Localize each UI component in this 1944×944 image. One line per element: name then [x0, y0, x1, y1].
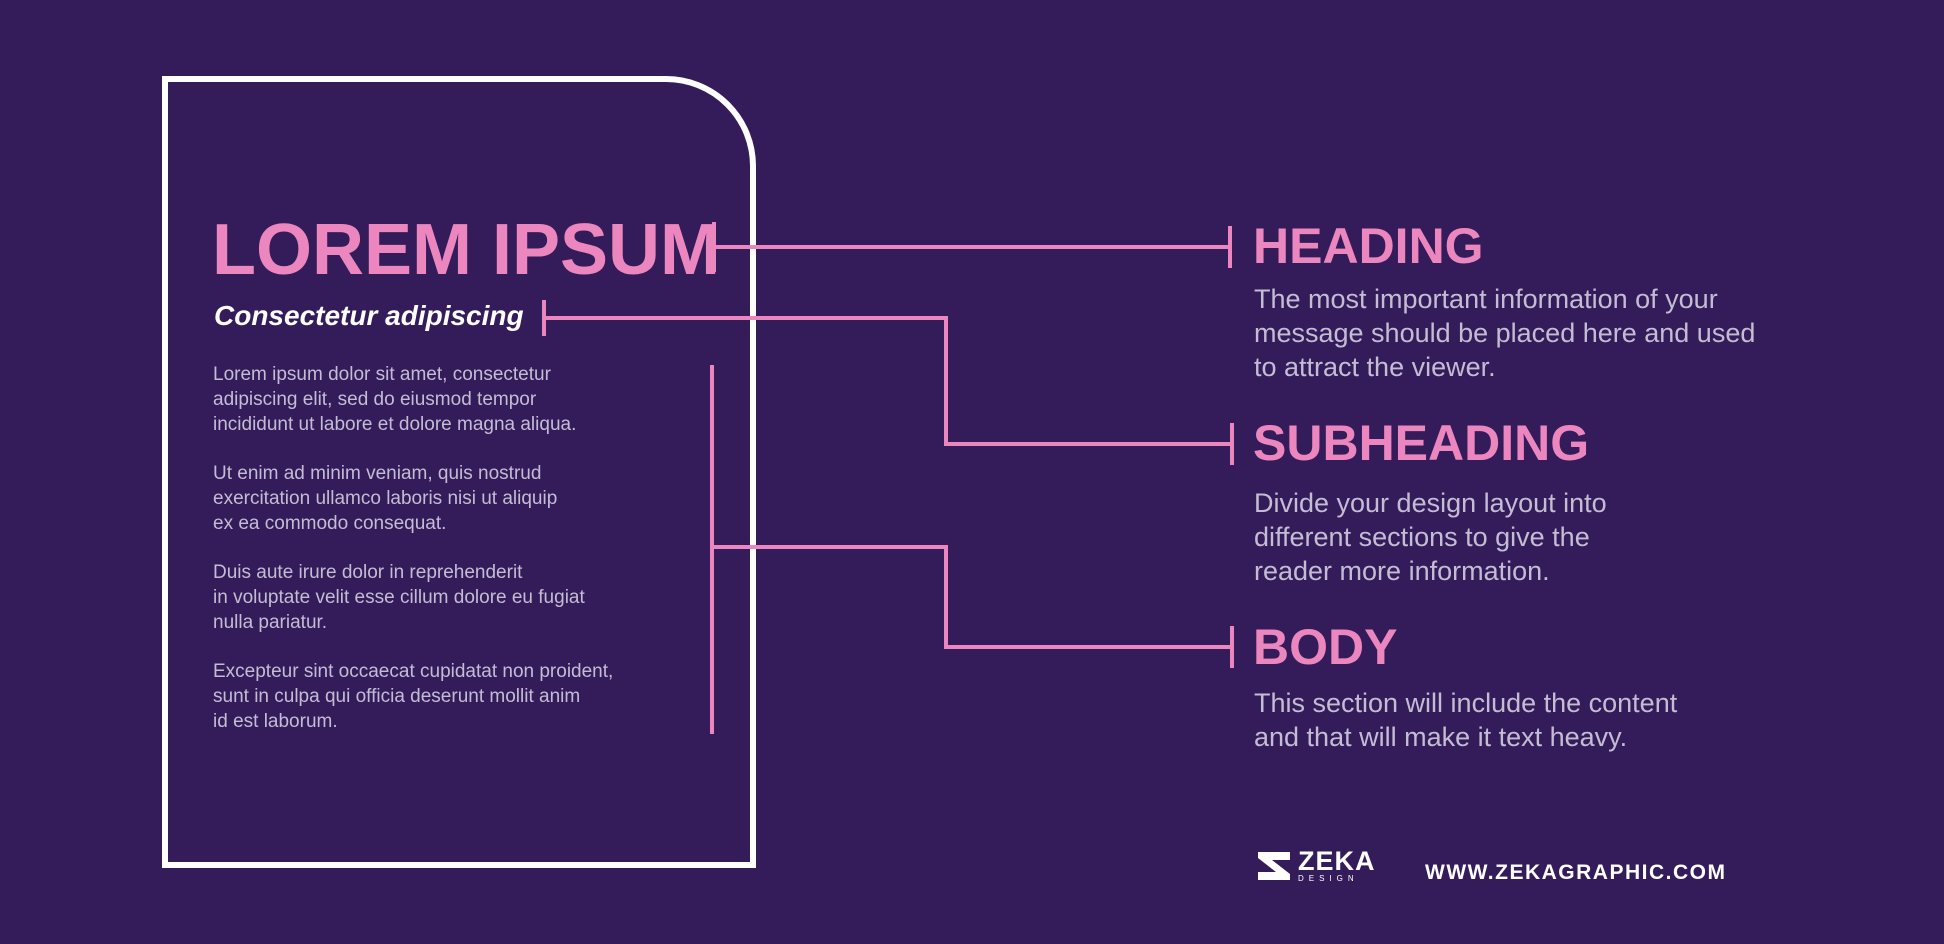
annotation-desc-subheading: Divide your design layout into different… — [1254, 488, 1607, 586]
card-subheading: Consectetur adipiscing — [214, 300, 524, 331]
zeka-logo-icon — [1258, 852, 1290, 880]
subheading-connector — [542, 300, 1234, 465]
body-paragraph: Excepteur sint occaecat cupidatat non pr… — [213, 661, 614, 732]
body-connector — [710, 365, 1234, 734]
body-paragraph: Lorem ipsum dolor sit amet, consectetur … — [213, 364, 577, 435]
annotation-desc-heading: The most important information of your m… — [1254, 284, 1756, 382]
card-body: Lorem ipsum dolor sit amet, consectetur … — [213, 362, 683, 758]
body-paragraph: Ut enim ad minim veniam, quis nostrud ex… — [213, 463, 558, 534]
website-url[interactable]: WWW.ZEKAGRAPHIC.COM — [1425, 861, 1727, 884]
card-heading: LOREM IPSUM — [212, 210, 721, 290]
annotation-label-subheading: SUBHEADING — [1253, 415, 1590, 471]
annotation-desc-body: This section will include the content an… — [1254, 688, 1678, 752]
logo-tagline: DESIGN — [1298, 873, 1359, 883]
annotation-label-body: BODY — [1253, 619, 1398, 675]
logo-name: ZEKA — [1298, 845, 1376, 876]
card-frame — [162, 76, 756, 868]
body-paragraph: Duis aute irure dolor in reprehenderit i… — [213, 562, 585, 633]
zeka-logo: ZEKA DESIGN — [1256, 845, 1376, 884]
annotation-label-heading: HEADING — [1253, 218, 1484, 274]
heading-connector — [712, 222, 1232, 272]
